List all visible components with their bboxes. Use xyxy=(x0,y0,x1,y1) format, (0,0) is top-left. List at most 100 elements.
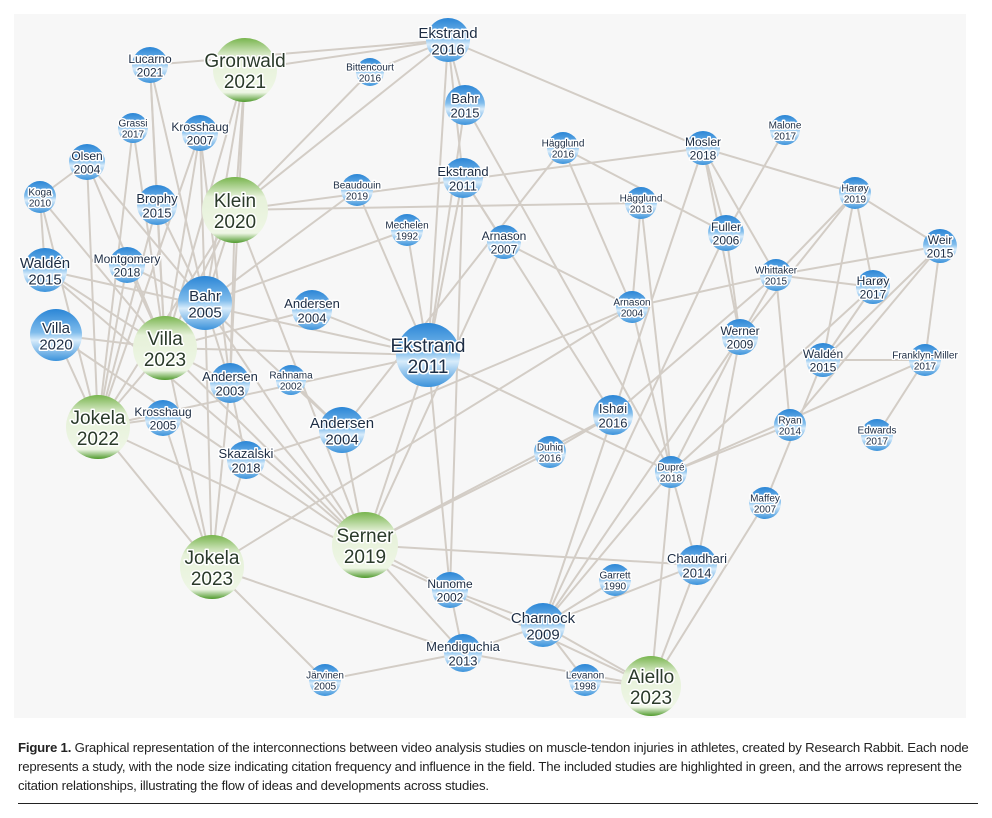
node-author: Dupré xyxy=(657,463,685,474)
node-year: 2004 xyxy=(74,162,101,176)
node-author: Järvinen xyxy=(306,671,344,682)
node-circle xyxy=(276,365,306,395)
node-year: 2015 xyxy=(765,277,788,288)
node-circle xyxy=(686,131,720,165)
node-year: 2005 xyxy=(150,418,177,432)
node-circle xyxy=(23,248,67,292)
citation-network-graph: Lucarno2021Gronwald2021Bittencourt2016Ek… xyxy=(18,18,960,716)
node-author: Harøy xyxy=(841,184,868,195)
node-author: Montgomery xyxy=(94,252,161,266)
node-circle xyxy=(599,564,631,596)
citation-edge xyxy=(324,652,464,681)
node-circle xyxy=(547,132,579,164)
node-year: 2021 xyxy=(224,72,266,93)
node-author: Maffey xyxy=(750,494,780,505)
node-author: Charnock xyxy=(511,610,576,627)
node-year: 2018 xyxy=(232,460,261,475)
node-author: Klein xyxy=(214,191,256,212)
citation-edge xyxy=(542,336,741,626)
node-circle xyxy=(309,664,341,696)
node-circle xyxy=(770,115,800,145)
citation-edge xyxy=(364,241,505,546)
node-year: 2011 xyxy=(408,357,449,378)
citation-edge xyxy=(670,286,874,473)
node-author: Grassi xyxy=(119,119,148,130)
node-year: 2006 xyxy=(713,233,740,247)
node-year: 2016 xyxy=(539,454,562,465)
node-circle xyxy=(213,38,277,102)
node-year: 2010 xyxy=(29,199,52,210)
node-author: Brophy xyxy=(136,191,178,206)
node-year: 2007 xyxy=(754,505,777,516)
citation-edge xyxy=(97,204,158,428)
citation-edge xyxy=(364,354,429,546)
citation-edge xyxy=(462,177,614,416)
node-year: 2007 xyxy=(491,242,518,256)
citation-edge xyxy=(341,306,633,431)
node-circle xyxy=(839,177,871,209)
citation-edge xyxy=(164,347,429,356)
node-circle xyxy=(341,174,373,206)
citation-edge xyxy=(775,245,941,276)
node-author: Villa xyxy=(42,320,71,337)
node-circle xyxy=(444,634,482,672)
